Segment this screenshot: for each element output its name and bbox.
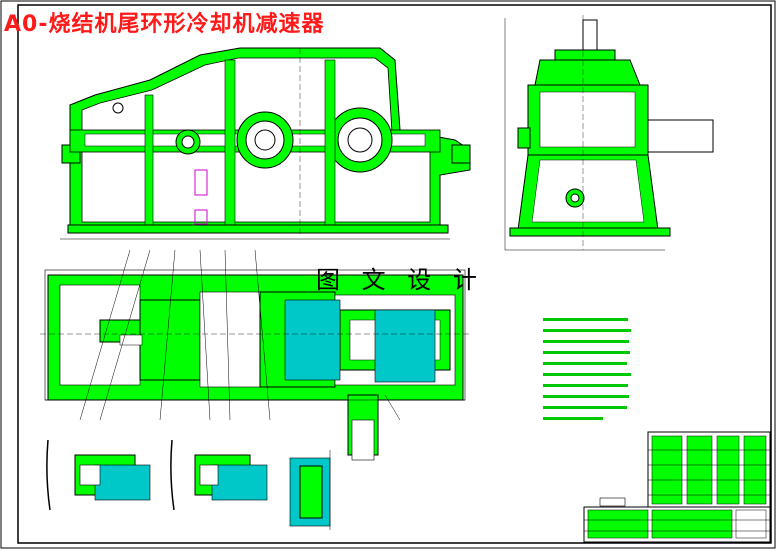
detail-view-c bbox=[289, 450, 331, 530]
technical-requirements bbox=[543, 318, 631, 420]
title-block bbox=[583, 497, 771, 543]
top-section-view bbox=[40, 249, 470, 461]
detail-view-b bbox=[170, 439, 268, 511]
detail-view-a bbox=[46, 439, 151, 511]
inner-frame bbox=[17, 4, 772, 544]
side-view bbox=[504, 15, 714, 251]
parts-list bbox=[647, 431, 771, 508]
front-view bbox=[60, 47, 471, 240]
drawing-title: A0-烧结机尾环形冷却机减速器 bbox=[4, 12, 325, 37]
watermark-text: 图 文 设 计 bbox=[316, 266, 484, 294]
